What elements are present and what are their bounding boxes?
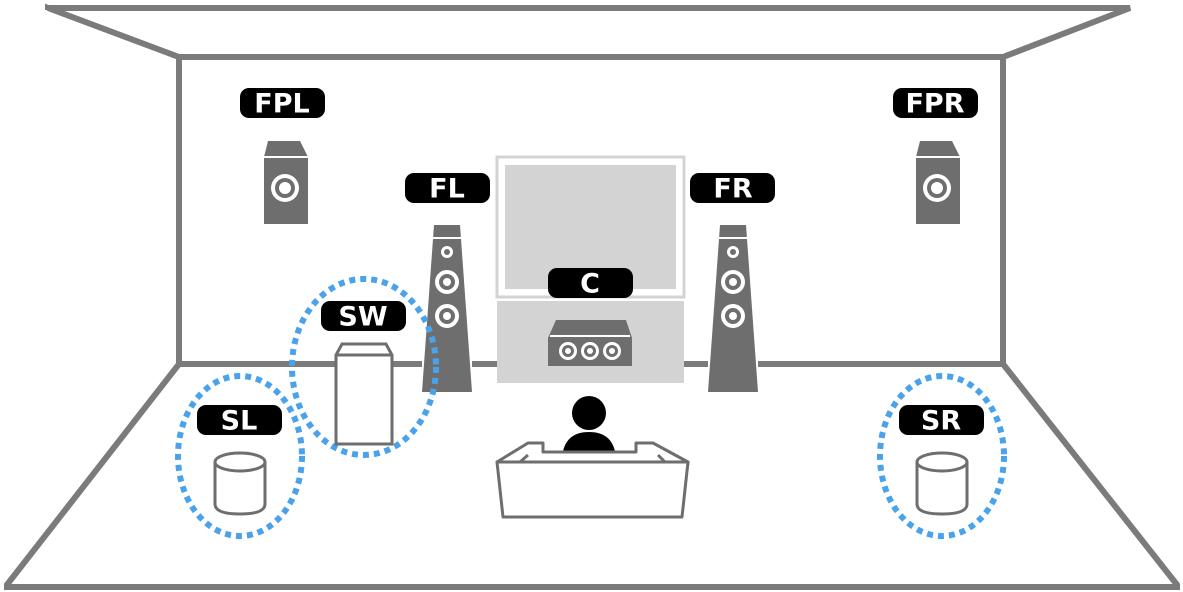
label-fl-text: FL (429, 174, 465, 205)
subwoofer-highlight-ring (289, 276, 439, 458)
label-fpl-text: FPL (254, 89, 309, 120)
label-fpr-text: FPR (905, 89, 964, 120)
label-sl-text: SL (221, 406, 258, 437)
room-outline (3, 3, 1181, 590)
listener-icon (562, 396, 616, 458)
label-fpr: FPR (893, 88, 978, 120)
surround-right-speaker (915, 451, 969, 516)
label-sw-text: SW (338, 302, 387, 333)
front-presence-right-speaker (916, 141, 960, 224)
label-sr: SR (899, 405, 984, 437)
subwoofer (334, 342, 394, 446)
label-c: C (548, 268, 633, 300)
label-fr-text: FR (713, 174, 752, 205)
floor-right-edge (1000, 362, 1181, 588)
label-c-text: C (580, 269, 600, 300)
sofa-icon (495, 441, 690, 519)
front-right-speaker (708, 225, 758, 392)
floor-left-edge (3, 362, 182, 588)
center-speaker (548, 320, 632, 366)
front-presence-left-speaker (264, 141, 308, 224)
label-sl: SL (197, 405, 282, 437)
ceiling-line (45, 3, 1132, 60)
surround-left-highlight-ring (175, 373, 305, 539)
label-sw: SW (321, 301, 406, 333)
surround-right-highlight-ring (877, 373, 1007, 539)
label-sr-text: SR (921, 406, 961, 437)
front-left-speaker (422, 225, 472, 392)
label-fr: FR (690, 173, 775, 205)
label-fl: FL (405, 173, 490, 205)
label-fpl: FPL (240, 88, 325, 120)
surround-left-speaker (213, 451, 267, 516)
